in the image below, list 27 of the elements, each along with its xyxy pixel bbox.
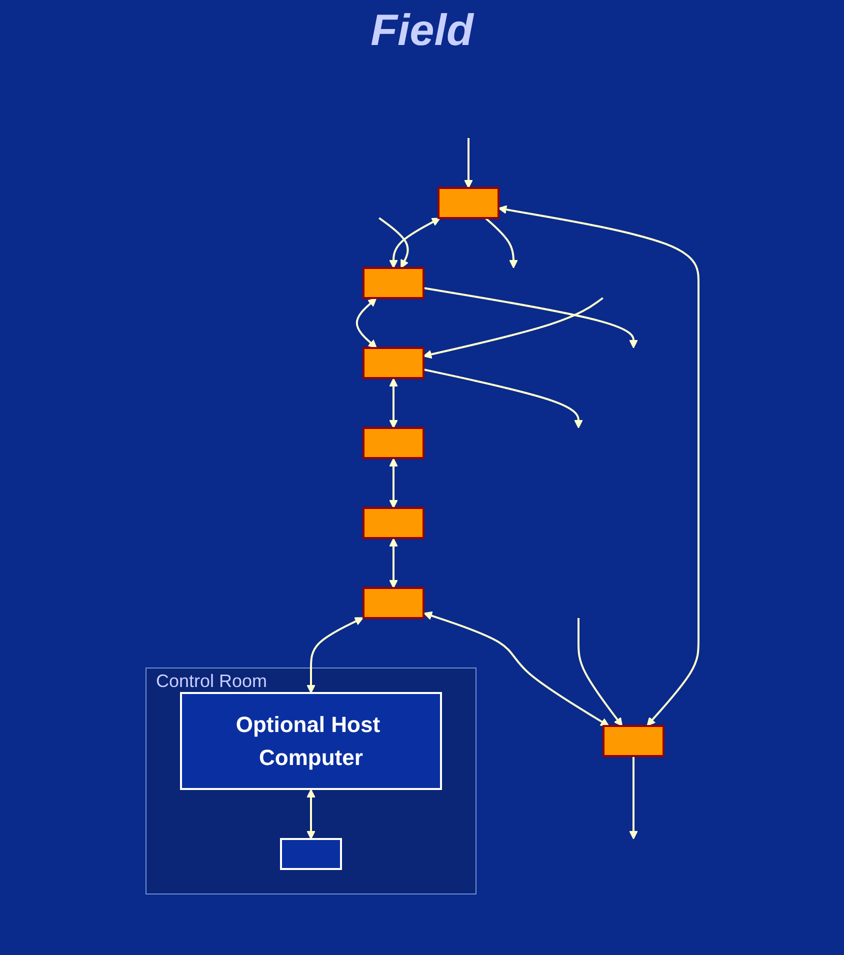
node-box: Optional Host Computer — [180, 692, 442, 790]
arrow — [628, 756, 638, 840]
arrow — [356, 298, 377, 348]
node-box — [362, 507, 424, 539]
arrow — [484, 217, 518, 268]
arrow — [378, 217, 408, 268]
node-box — [362, 427, 424, 459]
node-box — [280, 838, 342, 870]
arrow — [422, 297, 604, 359]
node-box — [437, 187, 500, 219]
arrow — [306, 617, 364, 694]
arrow — [388, 538, 398, 588]
node-box — [602, 725, 664, 757]
node-box — [362, 347, 424, 379]
arrow — [388, 218, 440, 268]
arrow — [423, 368, 583, 428]
arrow — [423, 611, 609, 726]
arrow — [498, 205, 700, 726]
arrow — [464, 138, 473, 188]
node-box — [362, 267, 424, 299]
arrow — [306, 789, 316, 840]
arrow — [388, 378, 398, 428]
arrow — [388, 458, 398, 508]
arrow — [577, 618, 622, 726]
node-box — [362, 587, 424, 619]
arrow — [423, 287, 638, 348]
area-label: Field — [370, 6, 474, 55]
